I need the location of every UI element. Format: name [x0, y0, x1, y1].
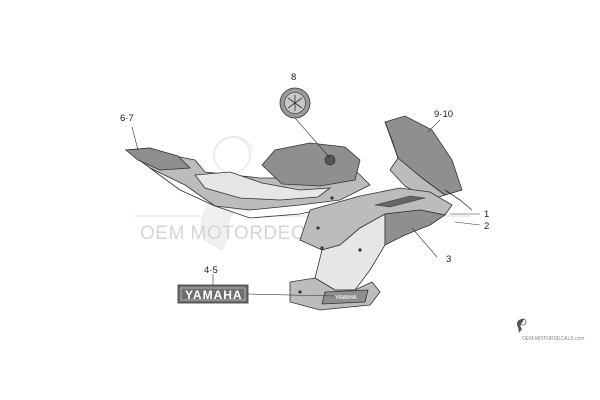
headlight-slot: [444, 189, 473, 211]
fastener-1: [316, 226, 320, 230]
leader-8: [294, 117, 331, 159]
footer-text: OEM-MOTORDECALS.com: [522, 336, 584, 342]
callout-8: 8: [291, 72, 296, 83]
yamaha-decal: YAMAHA: [177, 284, 249, 304]
tail-section: [124, 147, 371, 219]
upper-fairing: [384, 115, 473, 211]
leader-2: [454, 221, 481, 226]
lower-cowl-yamaha-decal: YAMAHA: [335, 295, 357, 301]
cowl-graphic-stripe: [374, 195, 426, 208]
leader-lines: [131, 117, 481, 297]
fastener-5: [298, 290, 302, 294]
leader-910: [427, 119, 441, 133]
footer-rider-icon: [516, 318, 527, 333]
tank-emblem-icon: [324, 154, 336, 166]
callout-9-10: 9·10: [434, 109, 453, 120]
tuning-fork-emblem: [279, 87, 311, 119]
yamaha-decal-text: YAMAHA: [185, 288, 243, 302]
leader-67: [131, 126, 139, 151]
fastener-4: [330, 196, 334, 200]
callout-6-7: 6·7: [120, 113, 134, 124]
footer-logo: OEM-MOTORDECALS.com: [516, 318, 584, 342]
lower-cowl: YAMAHA: [289, 277, 381, 311]
callout-1: 1: [484, 209, 489, 220]
leader-45-to-cowl: [247, 293, 336, 297]
fastener-2: [320, 246, 324, 250]
fastener-3: [358, 248, 362, 252]
callouts: 6·7 8 9·10 1 2 3 4·5: [120, 72, 489, 276]
callout-4-5: 4·5: [204, 265, 218, 276]
side-cowl: [299, 187, 453, 291]
tank-cover: [261, 142, 361, 187]
leader-3: [411, 227, 438, 258]
tuning-fork-icon: [287, 95, 303, 111]
callout-2: 2: [484, 221, 489, 232]
callout-3: 3: [446, 254, 451, 265]
